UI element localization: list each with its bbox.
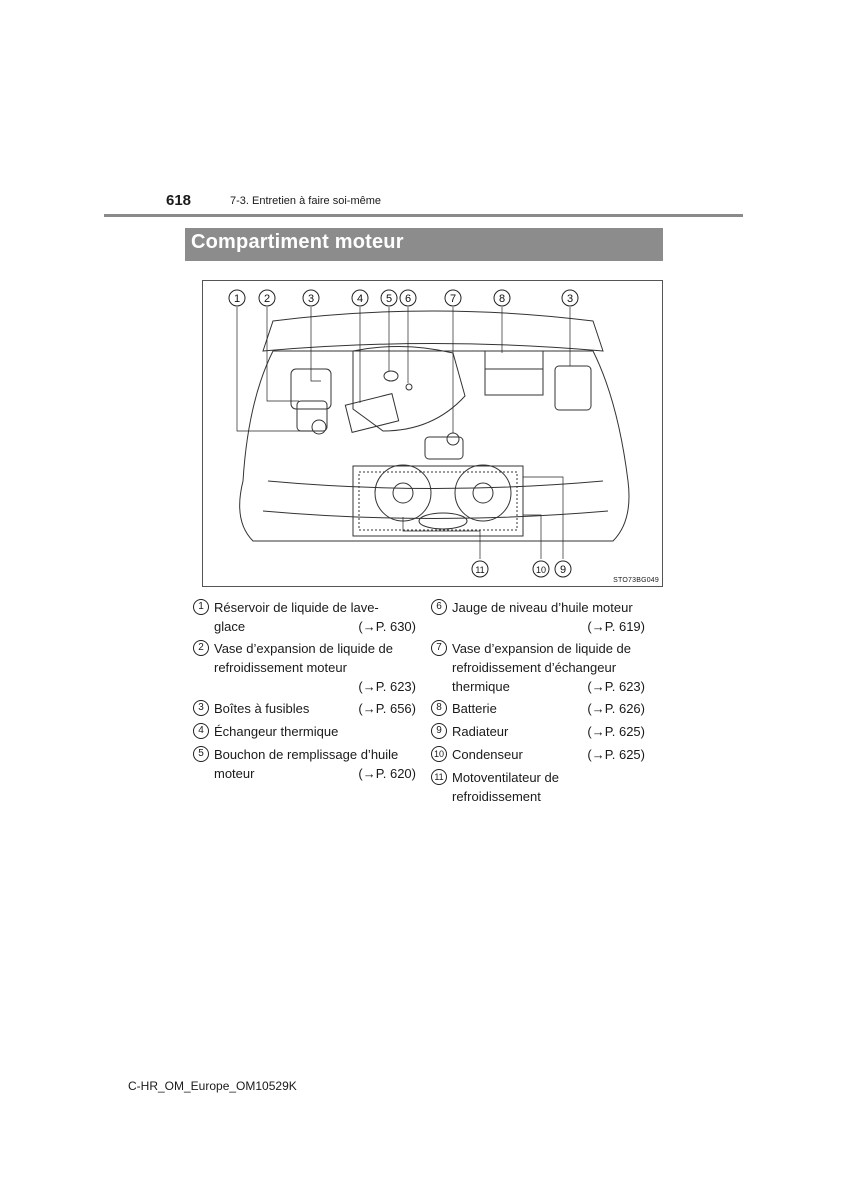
engine-block (352, 345, 466, 432)
fuse-box-right (554, 365, 592, 411)
legend-item-3: 3 Boîtes à fusibles (→P. 656) (193, 699, 416, 719)
legend-item-1: 1 Réservoir de liquide de lave- glace (→… (193, 598, 416, 638)
legend-line: moteur (214, 766, 255, 781)
legend-line: glace (214, 619, 246, 634)
car-body-outline (239, 350, 630, 542)
legend-number: 11 (431, 769, 447, 785)
legend-line: Condenseur (452, 747, 523, 762)
oil-dipstick (405, 383, 413, 391)
svg-text:1: 1 (234, 293, 240, 305)
oil-filler-cap (383, 370, 399, 382)
legend-page-ref: (→P. 623) (358, 679, 416, 694)
legend-line: Boîtes à fusibles (214, 701, 310, 716)
callout-10: 10 (532, 560, 550, 578)
legend-item-11: 11 Motoventilateur de refroidissement (431, 768, 655, 808)
legend-item-5: 5 Bouchon de remplissage d’huile moteur … (193, 745, 416, 785)
engine-illustration: 1 2 3 4 5 6 7 8 3 11 10 9 (228, 289, 630, 578)
svg-text:3: 3 (567, 293, 573, 305)
legend-page-ref: (→P. 625) (587, 747, 645, 762)
condenser (358, 471, 518, 531)
legend-number: 3 (193, 700, 209, 716)
svg-text:8: 8 (499, 293, 505, 305)
legend-page-ref: (→P. 620) (358, 766, 416, 781)
exchanger-coolant-tank (424, 436, 464, 460)
callout-5: 5 (380, 289, 398, 307)
legend-line: refroidissement d’échangeur (452, 660, 617, 675)
legend-page-ref: (→P. 619) (587, 619, 645, 634)
legend-number: 4 (193, 723, 209, 739)
legend-line: Batterie (452, 701, 497, 716)
section-breadcrumb: 7-3. Entretien à faire soi-même (230, 195, 382, 207)
legend-item-9: 9 Radiateur (→P. 625) (431, 722, 655, 742)
callout-3-right: 3 (561, 289, 579, 307)
legend-item-2: 2 Vase d’expansion de liquide de refroid… (193, 639, 416, 697)
legend-item-10: 10 Condenseur (→P. 625) (431, 745, 655, 765)
callout-9: 9 (554, 560, 572, 578)
legend-number: 2 (193, 640, 209, 656)
callout-6: 6 (399, 289, 417, 307)
svg-text:10: 10 (536, 565, 546, 575)
washer-reservoir-cap (311, 419, 327, 435)
callout-3-left: 3 (302, 289, 320, 307)
svg-text:11: 11 (475, 565, 484, 575)
battery (484, 350, 544, 396)
title-band: Compartiment moteur (185, 228, 663, 261)
page-title: Compartiment moteur (191, 231, 404, 253)
radiator (352, 465, 524, 537)
legend-item-8: 8 Batterie (→P. 626) (431, 699, 655, 719)
cooling-fan-right (454, 464, 512, 522)
legend-line: refroidissement moteur (214, 660, 347, 675)
legend-line: thermique (452, 679, 510, 694)
legend-page-ref: (→P. 623) (587, 679, 645, 694)
callout-2: 2 (258, 289, 276, 307)
legend-number: 8 (431, 700, 447, 716)
legend-number: 6 (431, 599, 447, 615)
legend-number: 9 (431, 723, 447, 739)
heat-exchanger (344, 393, 400, 433)
engine-compartment-figure: 1 2 3 4 5 6 7 8 3 11 10 9 STO73BG049 (202, 280, 663, 587)
legend-line: Vase d’expansion de liquide de (452, 641, 632, 656)
legend-page-ref: (→P. 630) (358, 619, 416, 634)
legend-item-7: 7 Vase d’expansion de liquide de refroid… (431, 639, 655, 697)
svg-text:5: 5 (386, 293, 392, 305)
legend-number: 5 (193, 746, 209, 762)
legend-line: Jauge de niveau d’huile moteur (452, 600, 633, 615)
legend-line: Bouchon de remplissage d’huile (214, 747, 399, 762)
svg-text:6: 6 (405, 293, 411, 305)
legend-item-4: 4 Échangeur thermique (193, 722, 416, 742)
cooling-fan-left (374, 464, 432, 522)
document-id: C-HR_OM_Europe_OM10529K (128, 1079, 297, 1093)
svg-text:9: 9 (560, 564, 566, 576)
figure-code: STO73BG049 (613, 577, 659, 584)
legend-line: refroidissement (452, 789, 541, 804)
legend-page-ref: (→P. 626) (587, 701, 645, 716)
svg-text:2: 2 (264, 293, 270, 305)
legend-line: Radiateur (452, 724, 509, 739)
callout-7: 7 (444, 289, 462, 307)
page-number: 618 (166, 192, 192, 209)
legend-page-ref: (→P. 625) (587, 724, 645, 739)
callout-4: 4 (351, 289, 369, 307)
legend-item-6: 6 Jauge de niveau d’huile moteur (→P. 61… (431, 598, 655, 638)
header-rule (104, 214, 743, 217)
legend-number: 7 (431, 640, 447, 656)
legend-number: 1 (193, 599, 209, 615)
callout-1: 1 (228, 289, 246, 307)
legend-line: Motoventilateur de (452, 770, 559, 785)
svg-text:7: 7 (450, 293, 456, 305)
legend-page-ref: (→P. 656) (358, 701, 416, 716)
svg-text:3: 3 (308, 293, 314, 305)
callout-11: 11 (471, 560, 489, 578)
legend-line: Échangeur thermique (214, 724, 339, 739)
callout-8: 8 (493, 289, 511, 307)
svg-text:4: 4 (357, 293, 363, 305)
legend-line: Réservoir de liquide de lave- (214, 600, 379, 615)
open-hood (262, 310, 604, 352)
legend-line: Vase d’expansion de liquide de (214, 641, 394, 656)
legend-number: 10 (431, 746, 447, 762)
